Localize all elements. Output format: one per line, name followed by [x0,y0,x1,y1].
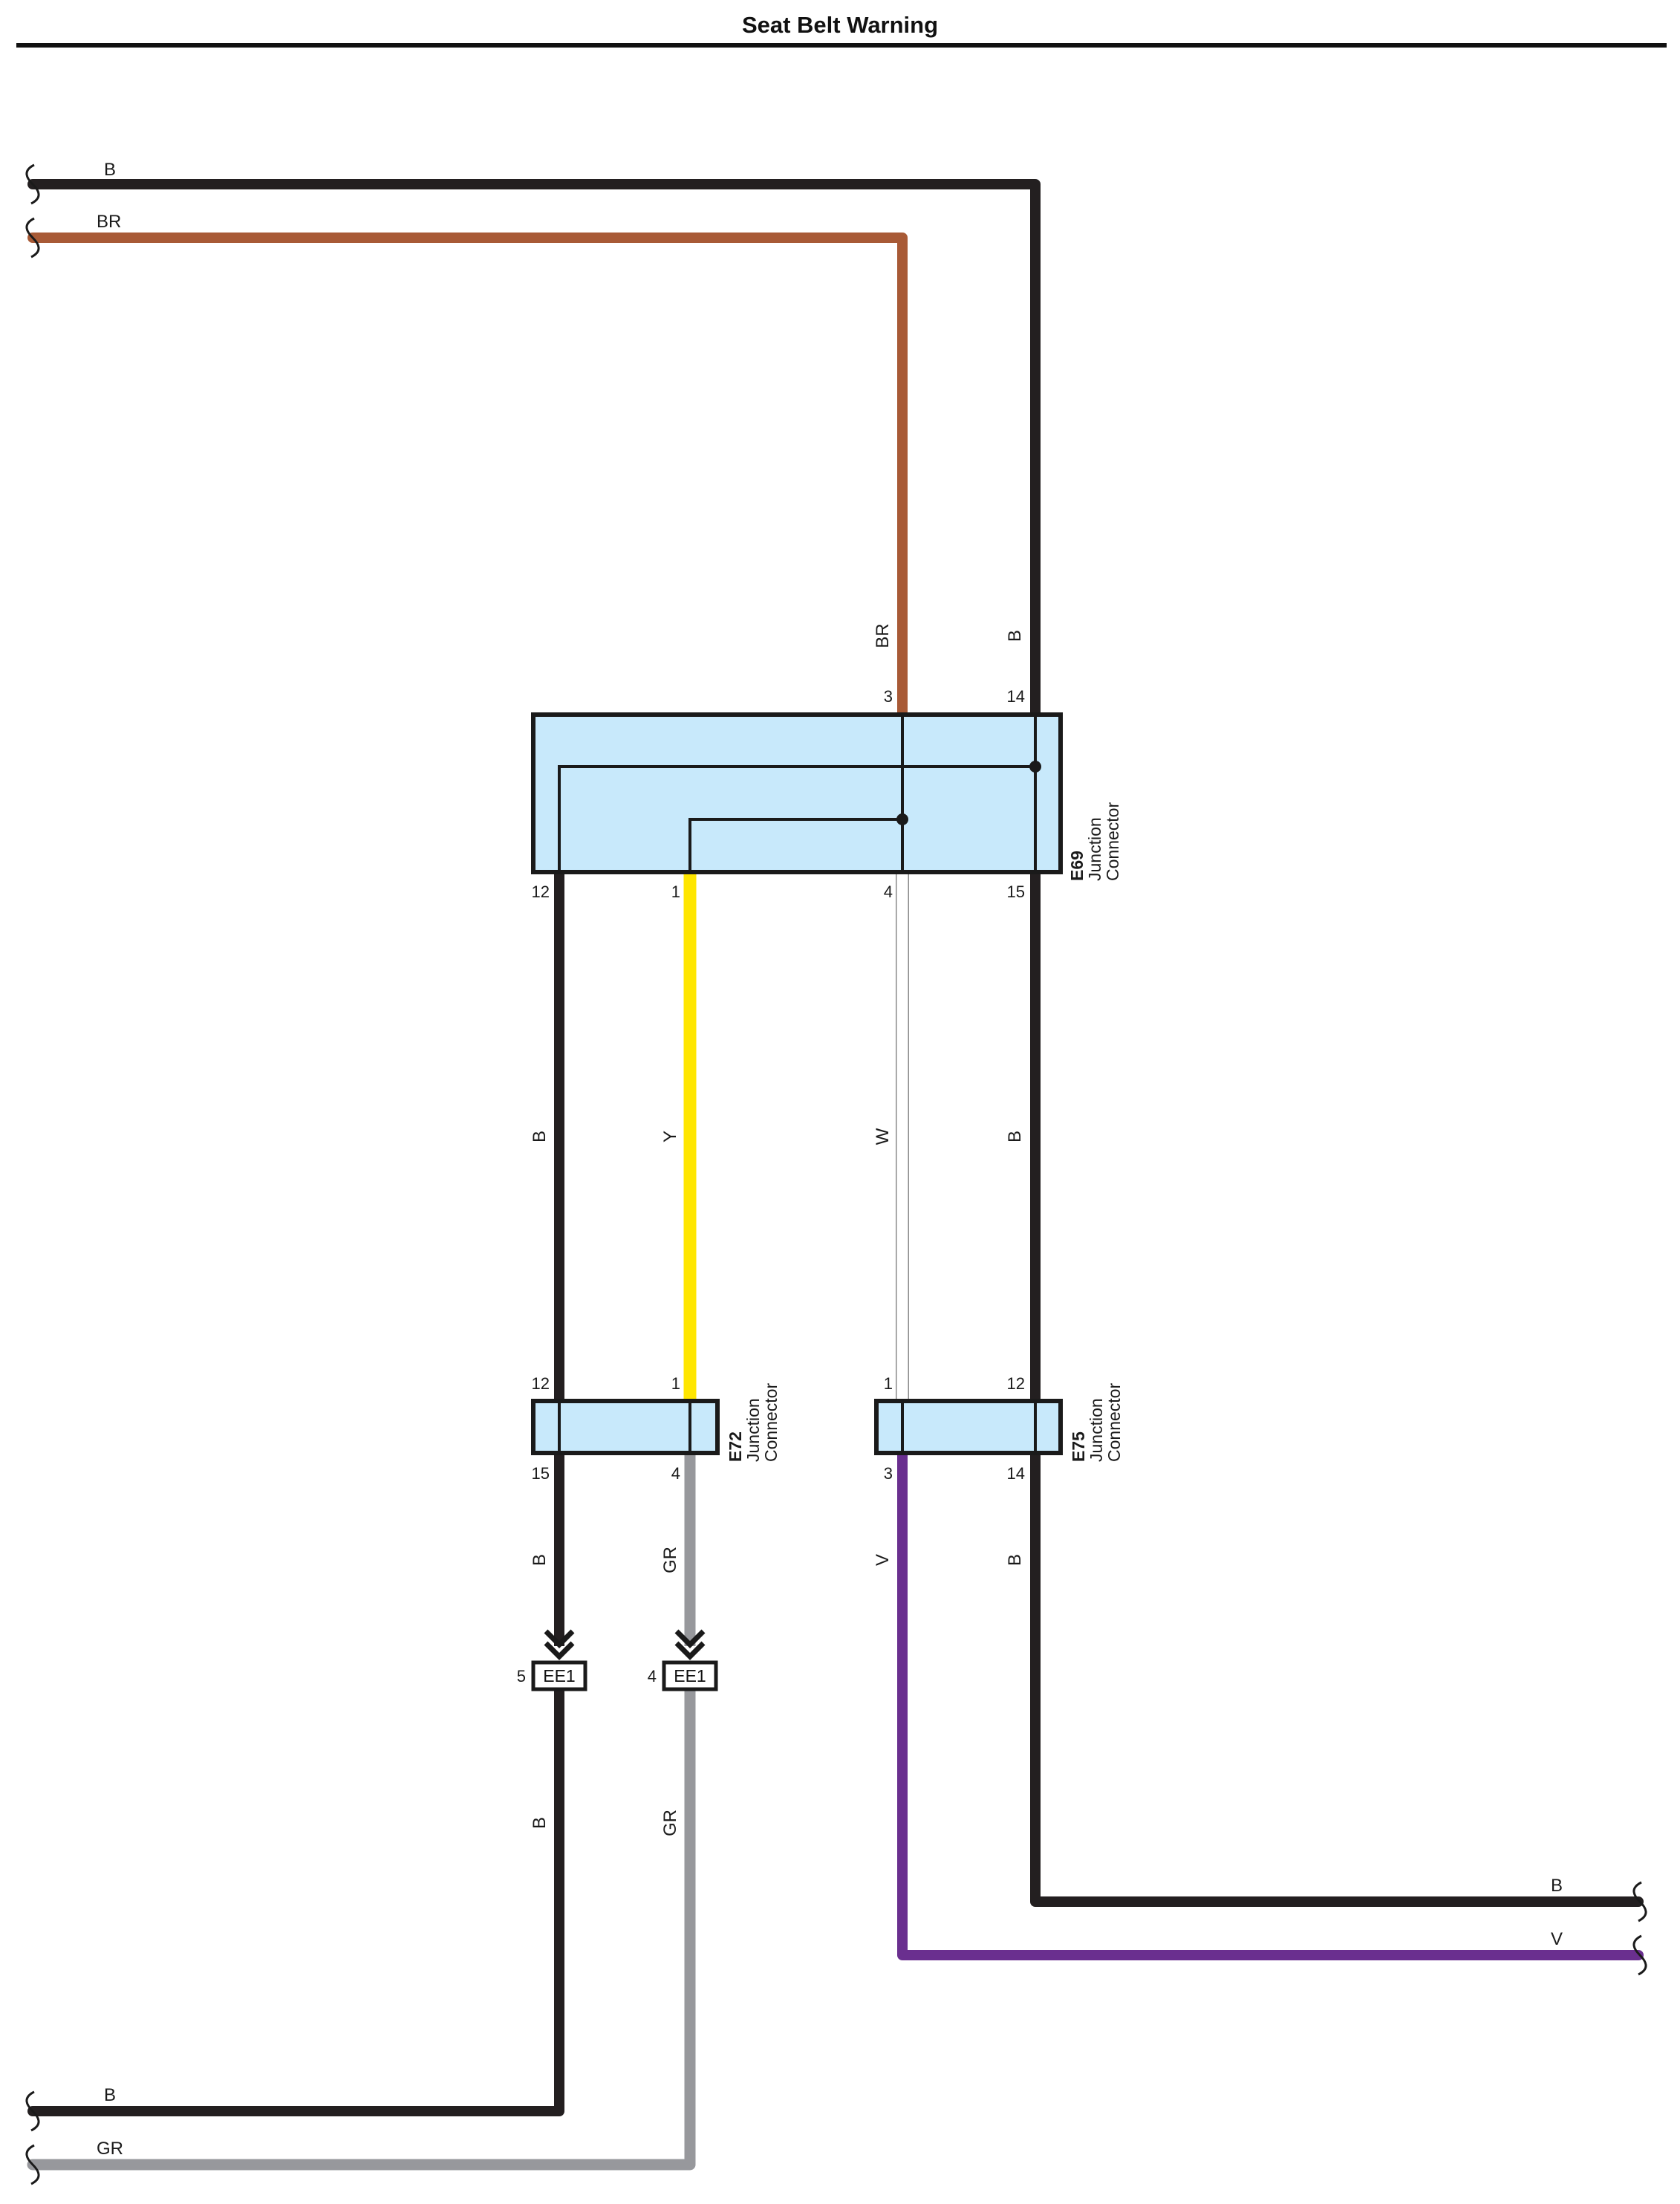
ee1-connector-left: EE1 5 [517,1629,587,1691]
e69-pin-4: 4 [884,882,893,901]
e72-connector-body [531,1399,720,1455]
e75-connector-body [874,1399,1063,1455]
e69-id: E69 [1067,851,1087,881]
wire-label-v-gr-low: GR [660,1810,680,1836]
e69-name-line2: Connector [1103,802,1122,881]
e75-pin-12: 12 [1007,1374,1025,1393]
break-mark-right-v [1632,1934,1647,1976]
e75-pin-3: 3 [884,1464,893,1483]
break-mark-right-b [1632,1881,1647,1922]
wire-label-v-v-e75: V [873,1554,893,1566]
wire-b-bottom [27,1683,564,2116]
wire-label-v-b-e75: B [1005,1554,1025,1566]
break-mark-top-b [25,163,40,205]
ee1-left-code: EE1 [543,1666,575,1685]
chevron-down-icon [674,1629,706,1660]
chevron-down-icon [544,1629,575,1660]
wire-label-bottom-b: B [104,2085,116,2105]
wire-label-right-b: B [1551,1876,1563,1896]
ee1-right-pin: 4 [648,1667,657,1685]
e72-pin-15: 15 [532,1464,550,1483]
e69-pin-15: 15 [1007,882,1025,901]
wire-label-v-b12: B [530,1131,550,1142]
e72-name-line2: Connector [761,1383,781,1462]
ee1-right-box [662,1660,718,1691]
wire-br-top [27,233,908,720]
e75-name-line2: Connector [1104,1383,1124,1462]
wire-label-v-b15: B [1005,1131,1025,1142]
e75-id: E75 [1069,1431,1088,1462]
wire-label-v-b14: B [1005,630,1025,642]
e75-pin-1: 1 [884,1374,893,1393]
e75-label: E75 Junction Connector [1069,1383,1124,1462]
wire-label-v-w: W [873,1128,893,1145]
wire-b-top [27,179,1041,720]
wire-gr-bottom [27,1682,696,2171]
e72-pin-12: 12 [532,1374,550,1393]
e72-label: E72 Junction Connector [726,1383,781,1462]
e69-splice-dot-14 [1029,761,1041,773]
e69-name-line1: Junction [1085,817,1104,881]
wire-label-v-b-e72: B [530,1554,550,1566]
e72-pin-4: 4 [671,1464,680,1483]
e69-pin-1: 1 [671,882,680,901]
e75-pin-14: 14 [1007,1464,1025,1483]
break-mark-bottom-b [25,2090,40,2132]
wire-label-right-v: V [1551,1929,1563,1949]
e69-pin-14: 14 [1007,687,1025,706]
ee1-right-code: EE1 [674,1666,706,1685]
e69-label: E69 Junction Connector [1067,802,1122,881]
wire-label-v-y: Y [660,1131,680,1142]
wire-label-v-br: BR [873,623,893,648]
e72-internal-bus [558,1401,691,1453]
e72-name-line1: Junction [743,1398,763,1462]
wire-b-right [1030,1448,1644,1907]
e75-name-line1: Junction [1087,1398,1106,1462]
wire-label-v-b-low: B [530,1817,550,1829]
e69-splice-dot-3 [896,813,908,825]
ee1-left-box [531,1660,587,1691]
title-rule [16,43,1667,48]
ee1-left-pin: 5 [517,1667,526,1685]
wire-label-top-b: B [104,160,116,180]
wire-label-top-br: BR [97,212,121,232]
wire-label-v-gr-e72: GR [660,1547,680,1573]
e75-internal-bus [901,1401,1037,1453]
e69-internal-bus [558,715,1037,872]
break-mark-top-br [25,217,40,259]
break-mark-bottom-gr [25,2144,40,2185]
e72-id: E72 [726,1431,745,1462]
wire-v-right [897,1448,1644,1960]
ee1-connector-right: EE1 4 [648,1629,718,1691]
e69-pin-12: 12 [532,882,550,901]
wire-label-bottom-gr: GR [97,2139,123,2159]
e69-connector-body [531,712,1063,874]
e69-pin-3: 3 [884,687,893,706]
e72-pin-1: 1 [671,1374,680,1393]
page-title: Seat Belt Warning [741,12,939,38]
